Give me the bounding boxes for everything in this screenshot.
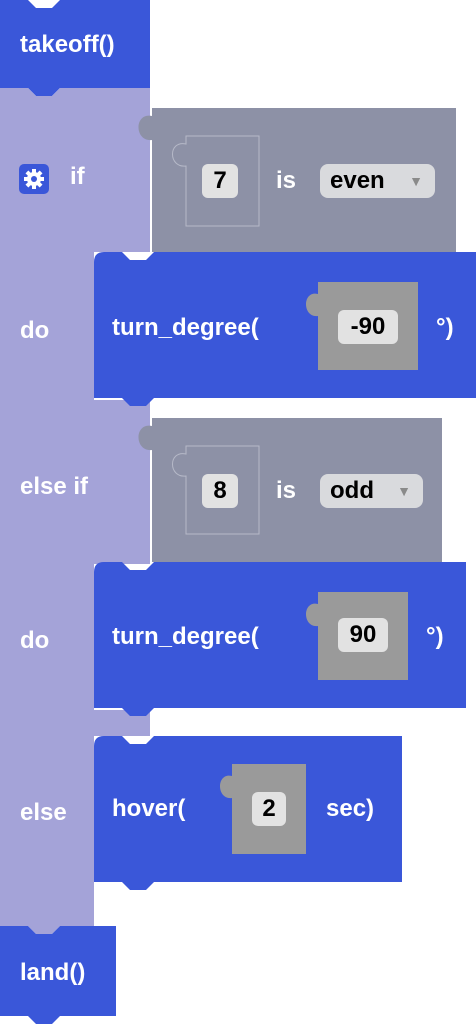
condition-1-parity-dropdown[interactable]: even ▼ xyxy=(320,164,435,198)
turn-degree-2-label: turn_degree( xyxy=(112,623,259,650)
takeoff-block-shape[interactable] xyxy=(0,0,150,96)
condition-1-dropdown-value: even xyxy=(330,167,385,194)
turn-degree-1-value-field[interactable]: -90 xyxy=(338,310,398,344)
land-label: land() xyxy=(20,959,86,986)
condition-2-block-shape[interactable] xyxy=(138,418,443,562)
condition-2-is-label: is xyxy=(276,477,297,504)
chevron-down-icon: ▼ xyxy=(397,483,411,499)
chevron-down-icon: ▼ xyxy=(409,173,423,189)
condition-1-is-label: is xyxy=(276,167,297,194)
else-label: else xyxy=(20,799,67,826)
condition-2-number-slot xyxy=(172,445,260,535)
turn-degree-1-label: turn_degree( xyxy=(112,314,259,341)
condition-1-number-field[interactable]: 7 xyxy=(202,164,238,198)
condition-1-block-shape[interactable] xyxy=(138,108,457,252)
else-if-label: else if xyxy=(20,473,89,500)
turn-degree-1-suffix: °) xyxy=(436,314,454,341)
gear-icon[interactable] xyxy=(19,164,49,194)
land-block-shape[interactable] xyxy=(0,926,116,1024)
turn-degree-2-suffix: °) xyxy=(426,623,444,650)
hover-suffix: sec) xyxy=(326,795,375,822)
takeoff-label: takeoff() xyxy=(20,31,115,58)
do-label-1: do xyxy=(20,317,50,344)
condition-2-dropdown-value: odd xyxy=(330,477,374,504)
if-else-block-shape[interactable] xyxy=(0,88,150,934)
hover-label: hover( xyxy=(112,795,186,822)
turn-degree-2-value-field[interactable]: 90 xyxy=(338,618,388,652)
condition-2-number-field[interactable]: 8 xyxy=(202,474,238,508)
do-label-2: do xyxy=(20,627,50,654)
condition-2-parity-dropdown[interactable]: odd ▼ xyxy=(320,474,423,508)
hover-value-field[interactable]: 2 xyxy=(252,792,286,826)
condition-1-number-slot xyxy=(172,135,260,227)
if-label: if xyxy=(70,163,85,190)
